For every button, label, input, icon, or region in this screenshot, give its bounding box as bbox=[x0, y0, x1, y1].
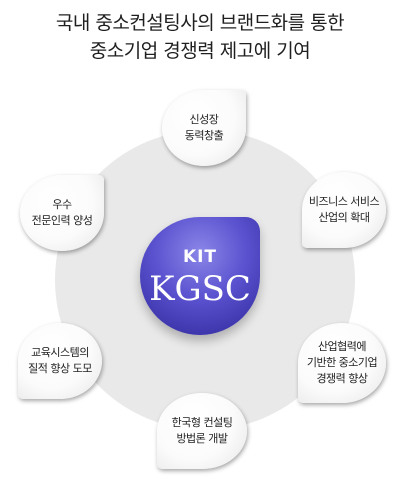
center-logo-badge: KIT KGSC bbox=[140, 217, 260, 335]
node-label: 교육시스템의 질적 향상 도모 bbox=[28, 346, 92, 375]
node-new-growth-engine: 신성장 동력창출 bbox=[162, 90, 246, 166]
node-label: 한국형 컨설팅 방법론 개발 bbox=[171, 416, 233, 445]
node-label: 산업협력에 기반한 중소기업 경쟁력 향상 bbox=[306, 340, 378, 385]
node-label: 신성장 동력창출 bbox=[184, 113, 224, 142]
diagram-title-line-2: 중소기업 경쟁력 제고에 기여 bbox=[89, 40, 311, 62]
node-business-service-expansion: 비즈니스 서비스 산업의 확대 bbox=[302, 172, 386, 248]
node-label: 우수 전문인력 양성 bbox=[31, 198, 93, 227]
node-talent-development: 우수 전문인력 양성 bbox=[20, 175, 104, 251]
center-kgsc-label: KGSC bbox=[149, 269, 251, 309]
center-kit-label: KIT bbox=[182, 247, 218, 267]
node-label: 비즈니스 서비스 산업의 확대 bbox=[308, 195, 380, 224]
node-sme-competitiveness: 산업협력에 기반한 중소기업 경쟁력 향상 bbox=[298, 323, 386, 403]
diagram-title-line-1: 국내 중소컨설팅사의 브랜드화를 통한 bbox=[55, 12, 345, 34]
node-consulting-methodology: 한국형 컨설팅 방법론 개발 bbox=[157, 393, 247, 469]
node-education-quality: 교육시스템의 질적 향상 도모 bbox=[18, 323, 102, 399]
